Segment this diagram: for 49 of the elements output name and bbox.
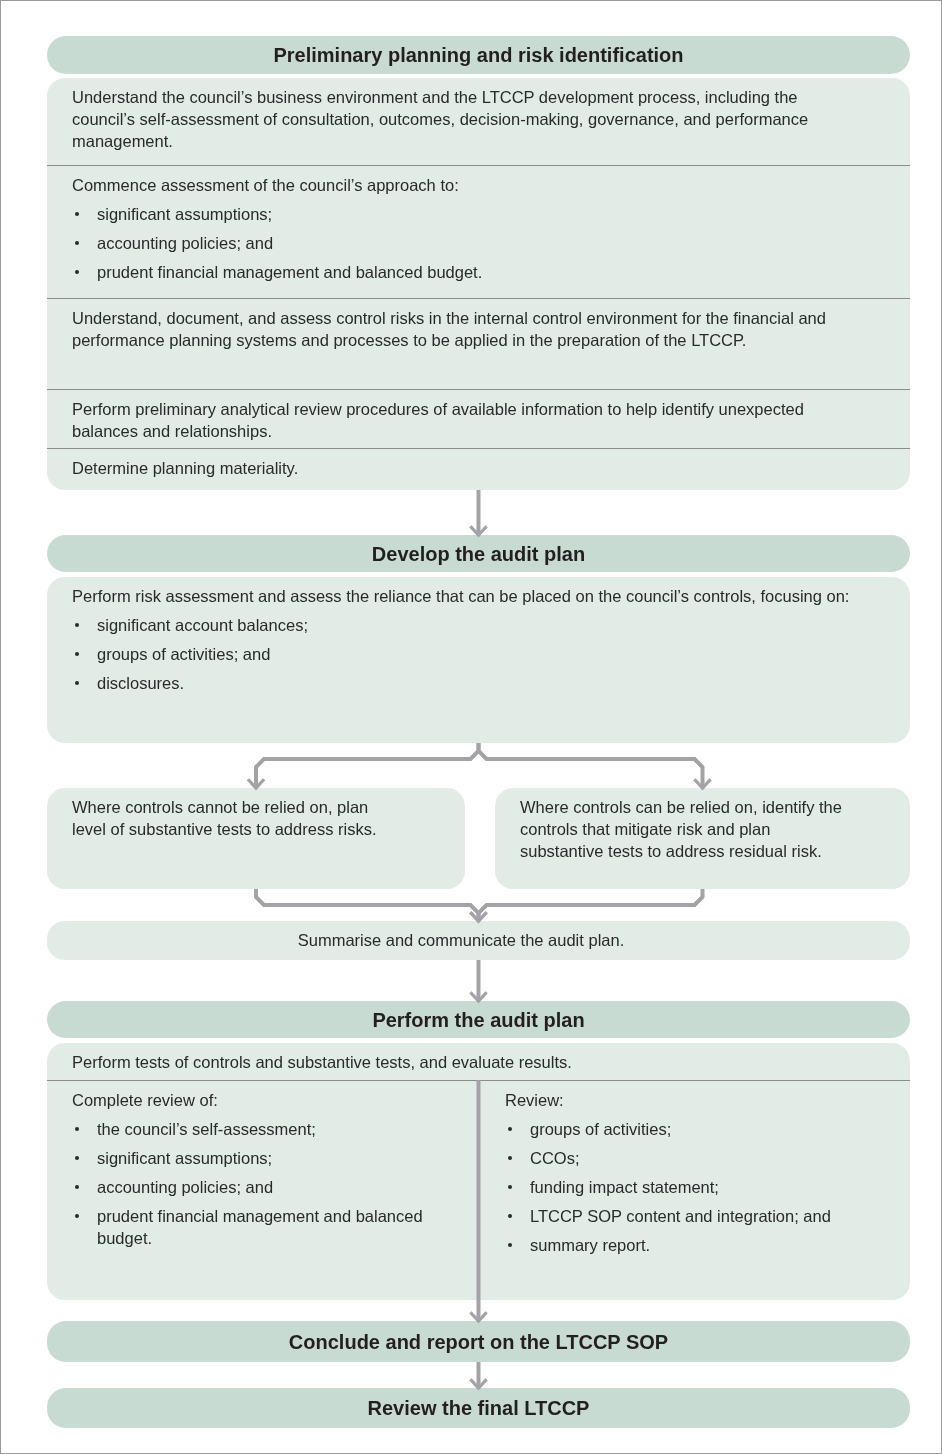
step-text: Perform risk assessment and assess the reliance that can be placed on the council’s controls, focusing on:	[72, 586, 850, 607]
step-text: Complete review of:	[72, 1090, 219, 1111]
arrow	[468, 960, 489, 1003]
step-text: Review:	[505, 1090, 565, 1111]
step-text: Where controls cannot be relied on, plan level of substantive tests to address risks.	[72, 797, 378, 840]
stage-header	[47, 36, 910, 74]
stage-heading: Preliminary planning and risk identification	[273, 44, 684, 66]
step-text: Perform preliminary analytical review procedures of available information to help identify unexpected balances and relationships.	[72, 399, 805, 442]
bullet-text: disclosures.	[97, 673, 186, 694]
bullet-text: CCOs;	[530, 1148, 581, 1169]
stage-header	[47, 1001, 910, 1038]
arrow	[468, 889, 705, 923]
bullet-text: groups of activities; and	[97, 644, 272, 665]
stage-header	[47, 1321, 910, 1362]
step-text: Summarise and communicate the audit plan.	[296, 930, 626, 951]
step-text: Commence assessment of the council’s approach to:	[72, 175, 460, 196]
stage-heading: Perform the audit plan	[372, 1008, 585, 1031]
arrow	[476, 743, 713, 790]
process-box	[47, 921, 910, 960]
bullet-text: LTCCP SOP content and integration; and	[530, 1206, 832, 1227]
stage-heading: Conclude and report on the LTCCP SOP	[288, 1330, 669, 1353]
panel-box	[47, 1043, 910, 1300]
bullet-text: summary report.	[530, 1235, 652, 1256]
arrow	[468, 490, 489, 537]
stage-heading: Review the final LTCCP	[367, 1397, 590, 1419]
bullet-text: prudent financial management and balanced budget.	[97, 262, 484, 283]
bullet-text: groups of activities;	[530, 1119, 673, 1140]
panel-box	[47, 78, 910, 490]
bullet-text: funding impact statement;	[530, 1177, 720, 1198]
bullet-text: significant account balances;	[97, 615, 309, 636]
bullet-text: accounting policies; and	[97, 233, 275, 254]
process-box	[47, 577, 910, 743]
stage-heading: Develop the audit plan	[371, 542, 586, 565]
stage-header	[47, 535, 910, 572]
process-box	[47, 788, 465, 889]
bullet-text: significant assumptions;	[97, 1148, 274, 1169]
step-text: Understand, document, and assess control risks in the internal control environment for the financial and performance planning systems and processes to be applied in the preparation of the LTCCP.	[72, 308, 827, 351]
step-text: Perform tests of controls and substantive tests, and evaluate results.	[72, 1052, 573, 1073]
step-text: Where controls can be relied on, identify the controls that mitigate risk and plan substantive tests to address residual risk.	[520, 797, 843, 862]
bullet-text: the council’s self-assessment;	[97, 1119, 317, 1140]
step-text: Understand the council’s business environment and the LTCCP development process, including the council’s self-assessment of consultation, outcomes, decision-making, governance, and performance management.	[72, 87, 810, 152]
bullet-text: accounting policies; and	[97, 1177, 275, 1198]
arrow	[468, 1362, 489, 1390]
step-text: Determine planning materiality.	[72, 458, 300, 479]
bullet-text: significant assumptions;	[97, 204, 274, 225]
process-box	[495, 788, 910, 889]
bullet-text: prudent financial management and balanced budget.	[97, 1206, 424, 1249]
arrow	[468, 1080, 489, 1323]
stage-header	[47, 1388, 910, 1428]
